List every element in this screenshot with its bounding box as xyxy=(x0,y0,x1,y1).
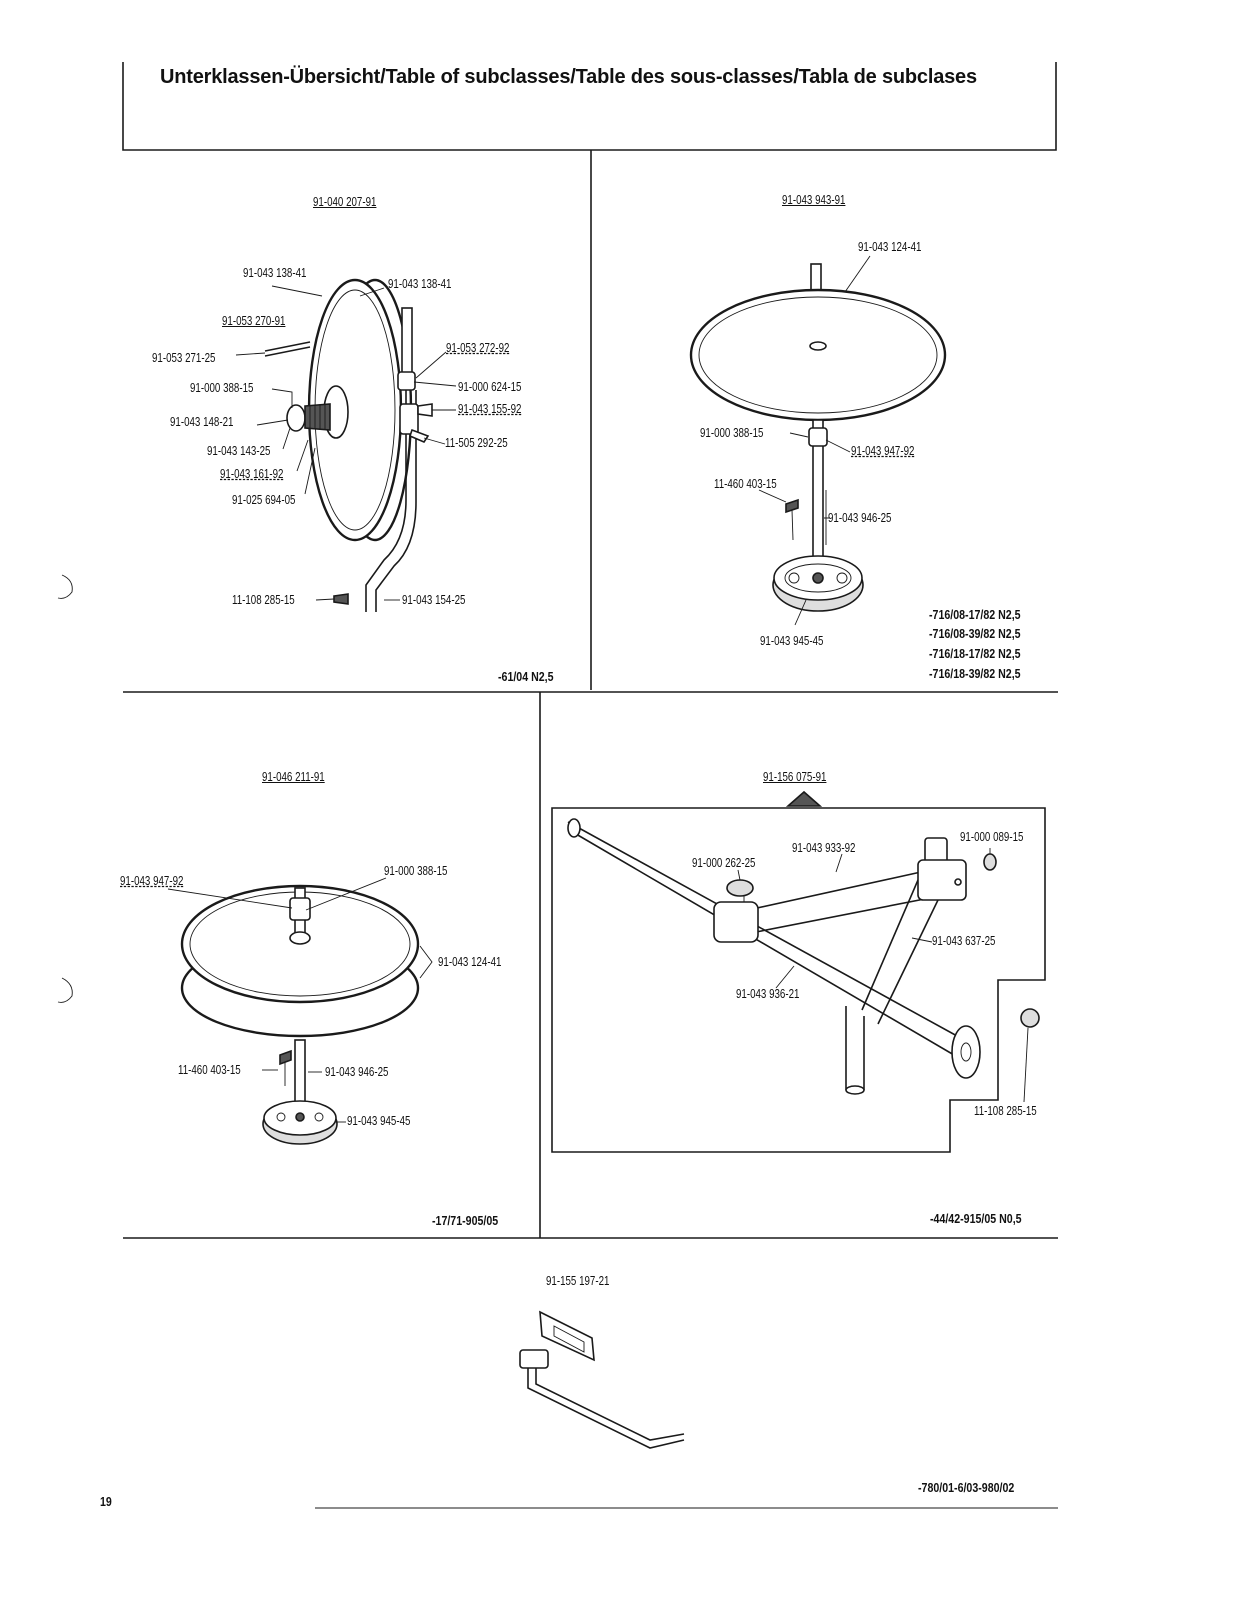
panel2-code-2: -716/08-39/82 N2,5 xyxy=(929,627,1021,641)
panel1-illustration xyxy=(235,278,457,612)
panel1-label-j: 11-505 292-25 xyxy=(445,436,508,450)
page-title: Unterklassen-Übersicht/Table of subclass… xyxy=(160,66,977,88)
panel1-label-n: 11-108 285-15 xyxy=(232,593,295,607)
panel1-title: 91-040 207-91 xyxy=(313,195,377,209)
panel1-label-h: 91-043 155-92 xyxy=(458,402,522,416)
panel3-label-e: 91-043 946-25 xyxy=(325,1065,389,1079)
panel2-label-d: 11-460 403-15 xyxy=(714,477,777,491)
panel2-code-4: -716/18-39/82 N2,5 xyxy=(929,667,1021,681)
panel4-label-e: 91-043 936-21 xyxy=(736,987,800,1001)
panel-grid-lines xyxy=(123,150,1058,1509)
panel4-title: 91-156 075-91 xyxy=(763,770,827,784)
panel1-label-b: 91-043 138-41 xyxy=(388,277,452,291)
panel1-label-i: 91-043 148-21 xyxy=(170,415,234,429)
panel1-code: -61/04 N2,5 xyxy=(498,670,554,684)
panel3-label-b: 91-000 388-15 xyxy=(384,864,448,878)
panel3-label-c: 91-043 124-41 xyxy=(438,955,502,969)
panel4-illustration xyxy=(551,790,1046,1153)
panel4-label-f: 11-108 285-15 xyxy=(974,1104,1037,1118)
panel1-label-m: 91-025 694-05 xyxy=(232,493,296,507)
panel2-label-b: 91-000 388-15 xyxy=(700,426,764,440)
panel2-label-c: 91-043 947-92 xyxy=(851,444,915,458)
panel2-label-e: 91-043 946-25 xyxy=(828,511,892,525)
panel1-label-o: 91-043 154-25 xyxy=(402,593,466,607)
panel2-code-3: -716/18-17/82 N2,5 xyxy=(929,647,1021,661)
page-number: 19 xyxy=(100,1495,112,1509)
panel1-label-a: 91-043 138-41 xyxy=(243,266,307,280)
panel4-label-b: 91-043 933-92 xyxy=(792,841,856,855)
panel2-code-1: -716/08-17/82 N2,5 xyxy=(929,608,1021,622)
panel1-label-e: 91-053 272-92 xyxy=(446,341,510,355)
panel2-label-f: 91-043 945-45 xyxy=(760,634,824,648)
header-frame xyxy=(122,62,1057,151)
panel2-label-a: 91-043 124-41 xyxy=(858,240,922,254)
panel4-label-d: 91-043 637-25 xyxy=(932,934,996,948)
panel2-title: 91-043 943-91 xyxy=(782,193,846,207)
panel4-label-c: 91-000 262-25 xyxy=(692,856,756,870)
panel3-label-d: 11-460 403-15 xyxy=(178,1063,241,1077)
panel3-illustration xyxy=(167,877,433,1145)
panel1-label-d: 91-053 271-25 xyxy=(152,351,216,365)
panel3-label-a: 91-043 947-92 xyxy=(120,874,184,888)
panel5-title: 91-155 197-21 xyxy=(546,1274,610,1288)
panel1-label-f: 91-000 388-15 xyxy=(190,381,254,395)
panel3-title: 91-046 211-91 xyxy=(262,770,325,784)
panel1-label-l: 91-043 161-92 xyxy=(220,467,284,481)
panel3-label-f: 91-043 945-45 xyxy=(347,1114,411,1128)
panel4-label-a: 91-000 089-15 xyxy=(960,830,1024,844)
panel4-code: -44/42-915/05 N0,5 xyxy=(930,1212,1022,1226)
panel3-code: -17/71-905/05 xyxy=(432,1214,499,1228)
panel1-label-k: 91-043 143-25 xyxy=(207,444,271,458)
panel5-illustration xyxy=(519,1310,685,1449)
panel1-label-g: 91-000 624-15 xyxy=(458,380,522,394)
panel5-code: -780/01-6/03-980/02 xyxy=(918,1481,1015,1495)
panel1-label-c: 91-053 270-91 xyxy=(222,314,286,328)
panel2-illustration xyxy=(689,255,947,626)
scan-marks xyxy=(57,574,73,1003)
